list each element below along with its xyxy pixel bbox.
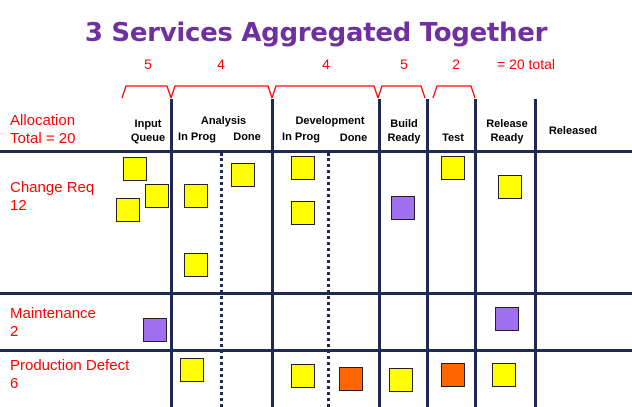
card-maintenance-input-1[interactable] [143, 318, 167, 342]
card-change-req-analysis-2[interactable] [184, 253, 208, 277]
bracket-input [121, 85, 172, 99]
development-done-divider [327, 153, 330, 407]
bracket-development [271, 85, 379, 99]
header-analysis-done: Done [233, 131, 261, 143]
row-production-defect-count: 6 [10, 375, 19, 392]
bracket-build [377, 85, 426, 99]
allocation-label: Allocation Total = 20 [10, 112, 75, 148]
card-change-req-analysis-1[interactable] [184, 184, 208, 208]
wip-limit-input: 5 [144, 56, 152, 72]
column-divider-4 [426, 99, 429, 407]
header-input-queue: Input Queue [123, 117, 173, 145]
header-released: Released [548, 125, 598, 137]
wip-limit-development: 4 [322, 56, 330, 72]
column-divider-6 [534, 99, 537, 407]
wip-limit-build: 5 [400, 56, 408, 72]
wip-limit-test: 2 [452, 56, 460, 72]
bracket-analysis [170, 85, 273, 99]
header-test: Test [442, 132, 464, 144]
row-maintenance-count: 2 [10, 323, 19, 340]
column-divider-2 [271, 99, 274, 407]
row-change-req-name: Change Req [10, 179, 95, 196]
header-build-line2: Ready [387, 132, 421, 144]
header-development: Development [295, 115, 365, 127]
header-release-ready: Release Ready [478, 117, 536, 145]
card-defect-analysis-1[interactable] [180, 358, 204, 382]
card-defect-dev-done-1[interactable] [339, 367, 363, 391]
row-divider-2 [0, 349, 632, 352]
page-title: 3 Services Aggregated Together [84, 18, 548, 48]
card-change-req-input-2[interactable] [145, 184, 169, 208]
header-build-line1: Build [390, 118, 418, 130]
column-divider-3 [378, 99, 381, 407]
header-build-ready: Build Ready [382, 117, 426, 145]
card-change-req-analysis-done-1[interactable] [231, 163, 255, 187]
header-analysis-in-prog: In Prog [178, 131, 216, 143]
wip-limit-analysis: 4 [217, 56, 225, 72]
header-dev-in-prog: In Prog [282, 131, 320, 143]
row-production-defect-name: Production Defect [10, 357, 130, 374]
allocation-line1: Allocation [10, 112, 76, 129]
row-maintenance-name: Maintenance [10, 305, 96, 322]
row-label-production-defect: Production Defect 6 [10, 357, 129, 393]
header-dev-done: Done [339, 132, 368, 144]
header-input-line2: Queue [130, 132, 166, 144]
column-divider-1 [170, 99, 173, 407]
card-change-req-release-1[interactable] [498, 175, 522, 199]
card-change-req-dev-1[interactable] [291, 156, 315, 180]
card-maintenance-release-1[interactable] [495, 307, 519, 331]
wip-total: = 20 total [497, 56, 555, 72]
card-change-req-input-1[interactable] [123, 157, 147, 181]
analysis-done-divider [220, 153, 223, 407]
header-release-line1: Release [486, 118, 528, 130]
header-divider [0, 150, 632, 153]
row-label-maintenance: Maintenance 2 [10, 305, 96, 341]
card-defect-build-1[interactable] [389, 368, 413, 392]
allocation-line2: Total = 20 [10, 130, 76, 147]
header-release-line2: Ready [490, 132, 524, 144]
card-change-req-input-3[interactable] [116, 198, 140, 222]
card-defect-test-1[interactable] [441, 363, 465, 387]
card-change-req-dev-2[interactable] [291, 201, 315, 225]
row-change-req-count: 12 [10, 197, 27, 214]
row-label-change-req: Change Req 12 [10, 179, 94, 215]
column-divider-5 [474, 99, 477, 407]
card-change-req-build-1[interactable] [391, 196, 415, 220]
card-defect-release-1[interactable] [492, 363, 516, 387]
bracket-test [432, 85, 476, 99]
header-analysis: Analysis [200, 115, 247, 127]
card-defect-dev-1[interactable] [291, 364, 315, 388]
row-divider-1 [0, 292, 632, 295]
header-input-line1: Input [134, 118, 162, 130]
card-change-req-test-1[interactable] [441, 156, 465, 180]
